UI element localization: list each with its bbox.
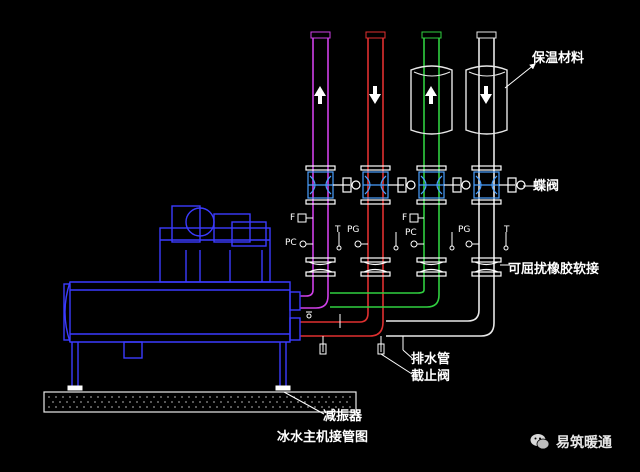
tag-temperature: T (335, 225, 341, 235)
flow-arrow-up-icon (314, 86, 326, 104)
flexible-rubber-joints (305, 257, 502, 277)
diagram-title: 冰水主机接管图 (277, 430, 369, 445)
flow-arrow-down-icon (480, 86, 492, 104)
label-vibration-isolator: 减振器 (323, 409, 363, 424)
tag-pressure-connection: PC (405, 228, 417, 238)
leader-lines (283, 63, 536, 415)
flow-arrow-down-icon (369, 86, 381, 104)
riser-return-2 (465, 31, 508, 285)
tag-pressure-gauge: PG (347, 225, 360, 235)
tag-flow-switch: F (402, 213, 408, 223)
chiller-unit (63, 205, 301, 386)
label-stop-valve: 截止阀 (411, 369, 451, 384)
concrete-base (43, 391, 357, 413)
watermark-text: 易筑暖通 (556, 435, 612, 451)
vibration-isolators (67, 385, 291, 391)
tag-flow-switch: F (290, 213, 296, 223)
header-pipes (300, 285, 495, 337)
riser-supply-2 (410, 31, 453, 285)
drain-and-stop-valves (306, 311, 404, 355)
flange-pairs (305, 165, 502, 205)
insulation-sleeve (465, 65, 508, 135)
flow-arrow-up-icon (425, 86, 437, 104)
watermark: 易筑暖通 (530, 432, 612, 452)
tag-temperature: T (504, 225, 510, 235)
instrument-taps (297, 213, 509, 251)
tag-pressure-connection: PC (285, 238, 297, 248)
label-flex-joint: 可屈扰橡胶软接 (508, 262, 600, 277)
label-butterfly-valve: 蝶阀 (533, 179, 560, 194)
wechat-icon (530, 434, 550, 450)
label-drain-pipe: 排水管 (411, 352, 451, 367)
tag-pressure-gauge: PG (458, 225, 471, 235)
riser-supply-1 (310, 31, 331, 285)
riser-return-1 (365, 31, 386, 285)
label-insulation: 保温材料 (532, 51, 585, 66)
butterfly-valve-row (307, 171, 526, 199)
insulation-sleeve (410, 65, 453, 135)
